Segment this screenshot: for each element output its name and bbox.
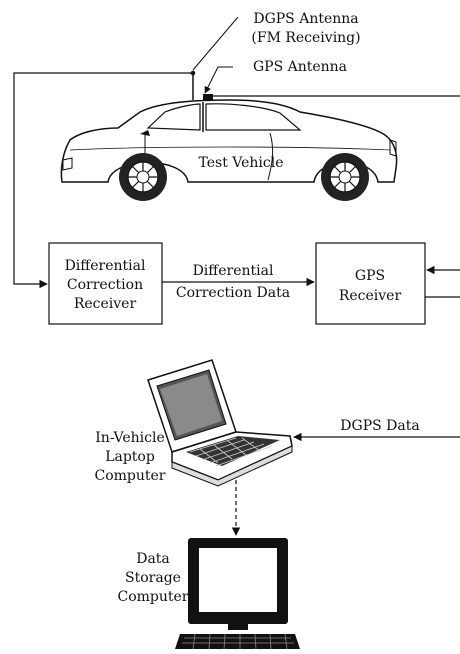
dgps-data-label: DGPS Data <box>340 418 419 434</box>
diff-receiver-label-line1: Differential <box>65 258 146 274</box>
dgps-antenna-leader <box>192 16 239 71</box>
gps-receiver-label-line1: GPS <box>355 268 385 284</box>
test-vehicle-car <box>60 99 398 201</box>
storage-label-line2: Storage <box>125 570 181 586</box>
dgps-antenna-to-receiver-line <box>13 72 193 289</box>
laptop-icon <box>147 359 293 487</box>
dgps-antenna-label-line1: DGPS Antenna <box>253 11 358 27</box>
laptop-label-line2: Laptop <box>105 449 155 465</box>
diff-data-label-line2: Correction Data <box>176 285 290 301</box>
gps-antenna-label: GPS Antenna <box>253 59 347 75</box>
differential-correction-receiver-box <box>48 242 163 325</box>
laptop-label-line3: Computer <box>95 468 166 484</box>
gps-antenna-leader <box>204 66 233 94</box>
diff-data-label-line1: Differential <box>193 263 274 279</box>
gps-receiver-label-line2: Receiver <box>339 288 402 304</box>
dgps-antenna-label-line2: (FM Receiving) <box>251 30 360 46</box>
storage-label-line3: Computer <box>118 589 189 605</box>
diff-receiver-label-line2: Correction <box>67 277 143 293</box>
desktop-computer-icon <box>175 538 300 650</box>
laptop-label-line1: In-Vehicle <box>95 430 164 446</box>
storage-label-line1: Data <box>136 551 170 567</box>
gps-antenna-icon <box>203 94 213 100</box>
test-vehicle-label: Test Vehicle <box>198 155 283 171</box>
gps-receiver-box <box>315 242 426 325</box>
diff-receiver-label-line3: Receiver <box>74 296 137 312</box>
